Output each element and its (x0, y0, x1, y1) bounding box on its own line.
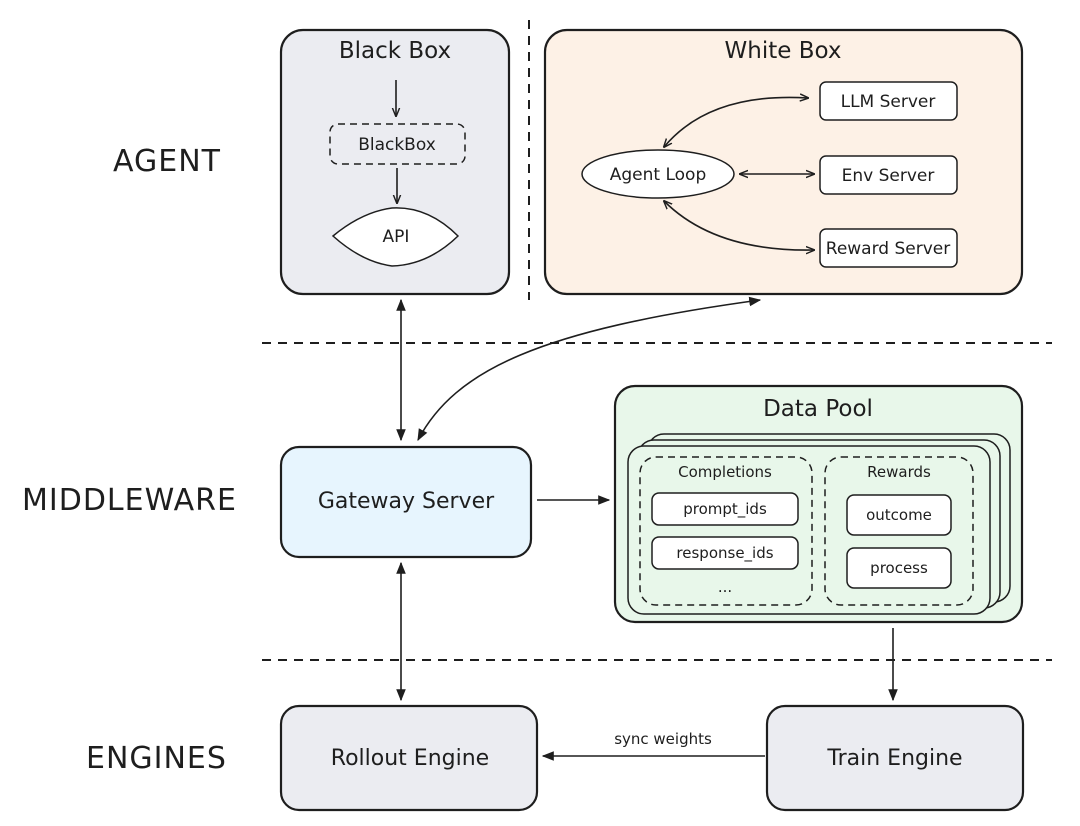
arrow-whitebox-gateway (417, 296, 762, 442)
completions-ellipsis: ... (718, 578, 732, 596)
layer-label-agent: AGENT (113, 144, 221, 179)
response-ids-field (651, 536, 799, 570)
data-pool-title: Data Pool (763, 396, 873, 422)
llm-server-node (819, 81, 958, 121)
white-box-panel: White Box Agent Loop LLM Server Env Serv… (543, 28, 1024, 296)
sync-weights-label: sync weights (614, 730, 712, 748)
process-field (846, 547, 952, 589)
outcome-label: outcome (866, 506, 932, 524)
env-server-label: Env Server (842, 166, 935, 186)
rollout-engine-frame (279, 704, 539, 812)
reward-server-label: Reward Server (826, 239, 950, 259)
prompt-ids-label: prompt_ids (683, 500, 767, 519)
process-label: process (870, 559, 928, 577)
rewards-group (824, 456, 974, 606)
blackbox-node-label: BlackBox (358, 135, 436, 155)
prompt-ids-field (651, 492, 799, 526)
response-ids-label: response_ids (676, 544, 773, 563)
outcome-field (846, 494, 952, 536)
api-label: API (383, 227, 410, 247)
layer-label-engines: ENGINES (86, 741, 227, 776)
layer-label-middleware: MIDDLEWARE (22, 483, 237, 518)
agent-loop-label: Agent Loop (610, 165, 707, 185)
rewards-title: Rewards (867, 463, 931, 481)
gateway-server-label: Gateway Server (318, 489, 495, 514)
rollout-engine: Rollout Engine (279, 704, 539, 812)
completions-title: Completions (678, 463, 772, 481)
train-engine-label: Train Engine (826, 746, 962, 771)
arrow-loop-llm (664, 97, 808, 147)
train-engine: Train Engine (765, 704, 1025, 812)
rollout-engine-label: Rollout Engine (331, 746, 489, 771)
completions-group (639, 456, 813, 606)
reward-server-node (819, 228, 958, 268)
arrow-loop-reward (664, 201, 814, 250)
gateway-server: Gateway Server (279, 445, 533, 559)
llm-server-label: LLM Server (841, 92, 936, 112)
white-box-title: White Box (725, 38, 842, 64)
env-server-node (819, 155, 958, 195)
agent-loop-node (581, 149, 735, 199)
black-box-frame (279, 28, 511, 296)
black-box-title: Black Box (339, 38, 451, 64)
black-box-panel: Black Box BlackBox API (279, 28, 511, 296)
api-diamond (331, 207, 460, 267)
gateway-server-frame (279, 445, 533, 559)
train-engine-frame (765, 704, 1025, 812)
data-pool: Data Pool Completions prompt_ids respons… (613, 384, 1024, 624)
